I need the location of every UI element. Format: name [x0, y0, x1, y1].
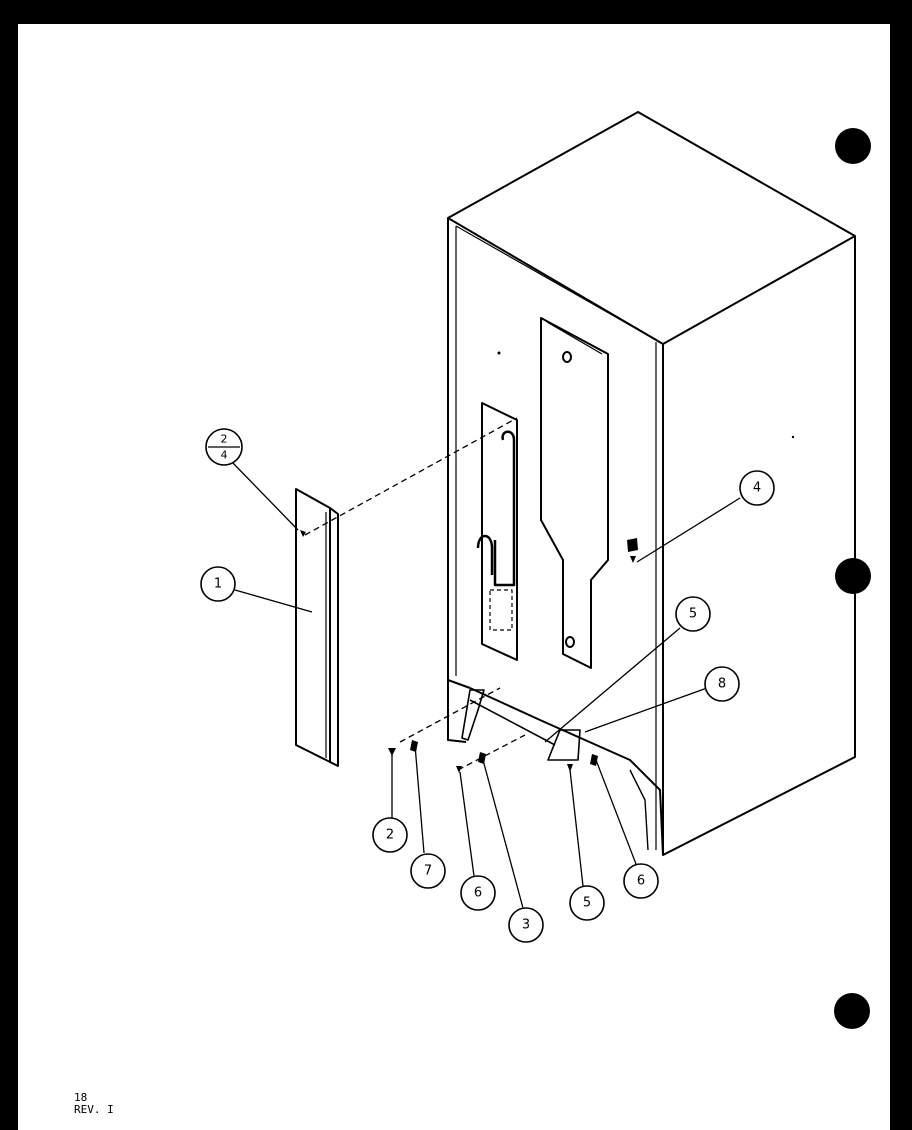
tube-coil	[493, 430, 516, 587]
rear-cover-plate	[540, 317, 609, 669]
callout-label: 7	[424, 864, 432, 879]
assembly-line-screws-left	[399, 687, 501, 743]
leader-2-4	[231, 461, 299, 531]
cabinet-top	[447, 111, 856, 345]
screw-icon	[388, 748, 396, 756]
drawing-sheet: 2 4 1 2 7 6 3 5 6	[18, 24, 890, 1130]
leader-4	[636, 497, 741, 563]
callout-denominator: 4	[221, 449, 228, 462]
reference-dot	[791, 435, 795, 439]
cabinet-back-top-inner	[455, 225, 664, 345]
bracket-bar	[469, 699, 556, 746]
cabinet-back-panel	[447, 218, 471, 689]
assembly-line-screws-mid	[457, 734, 526, 771]
cabinet-base-left	[447, 680, 467, 743]
callout-2: 2	[372, 817, 408, 853]
leader-8	[584, 687, 708, 733]
callout-5: 5	[675, 596, 711, 632]
reference-dot	[497, 351, 501, 355]
leader-6-right	[595, 759, 637, 865]
rear-cover-plate-shadow	[546, 321, 603, 355]
leader-6-left	[459, 771, 475, 877]
leader-5-top	[544, 627, 681, 743]
screw-icon	[300, 530, 306, 537]
callout-7: 7	[410, 853, 446, 889]
plate-hole-top	[562, 351, 572, 363]
washer-icon	[590, 754, 598, 766]
assembly-line-panel-to-coil	[304, 417, 518, 536]
left-hinge-bracket	[461, 689, 485, 741]
callout-4: 4	[739, 470, 775, 506]
callout-5: 5	[569, 885, 605, 921]
callout-1: 1	[200, 566, 236, 602]
leader-1	[234, 589, 313, 613]
callout-6: 6	[623, 863, 659, 899]
cabinet-side-panel	[662, 236, 856, 856]
callout-label: 1	[214, 577, 222, 592]
binder-hole-icon	[834, 993, 870, 1029]
callout-6: 6	[460, 875, 496, 911]
callout-numerator: 2	[221, 433, 228, 446]
page-footer: 18 REV. I	[74, 1092, 114, 1116]
binder-hole-icon	[835, 558, 871, 594]
washer-icon	[410, 740, 418, 752]
callout-2-4: 2 4	[205, 428, 243, 466]
plate-hole-bottom	[565, 636, 575, 648]
callout-label: 4	[753, 481, 761, 496]
revision-label: REV. I	[74, 1103, 114, 1116]
callout-label: 8	[718, 677, 726, 692]
leader-3	[482, 759, 524, 909]
washer-icon	[478, 752, 486, 764]
service-recess	[481, 402, 518, 661]
part-1-panel	[295, 488, 331, 763]
callout-8: 8	[704, 666, 740, 702]
callout-label: 3	[522, 918, 530, 933]
callout-label: 6	[474, 886, 482, 901]
cabinet-base-front	[469, 687, 664, 856]
dashed-box	[489, 589, 513, 631]
leader-7	[414, 744, 425, 854]
binder-hole-icon	[835, 128, 871, 164]
leader-5-bottom	[569, 769, 584, 887]
callout-label: 5	[583, 896, 591, 911]
exploded-parts-diagram: 2 4 1 2 7 6 3 5 6	[200, 111, 871, 1029]
screw-icon	[567, 764, 573, 772]
clip-icon	[627, 538, 638, 552]
part-1-panel-edge	[329, 507, 339, 767]
tube-loop	[476, 534, 494, 575]
callout-3: 3	[508, 907, 544, 943]
callout-label: 5	[689, 607, 697, 622]
screw-icon	[456, 766, 462, 773]
right-hinge-bracket	[547, 729, 581, 761]
page-number: 18	[74, 1091, 88, 1104]
callout-label: 2	[386, 828, 394, 843]
callout-label: 6	[637, 874, 645, 889]
screw-icon	[630, 556, 636, 563]
cabinet-leg-right	[629, 769, 649, 851]
